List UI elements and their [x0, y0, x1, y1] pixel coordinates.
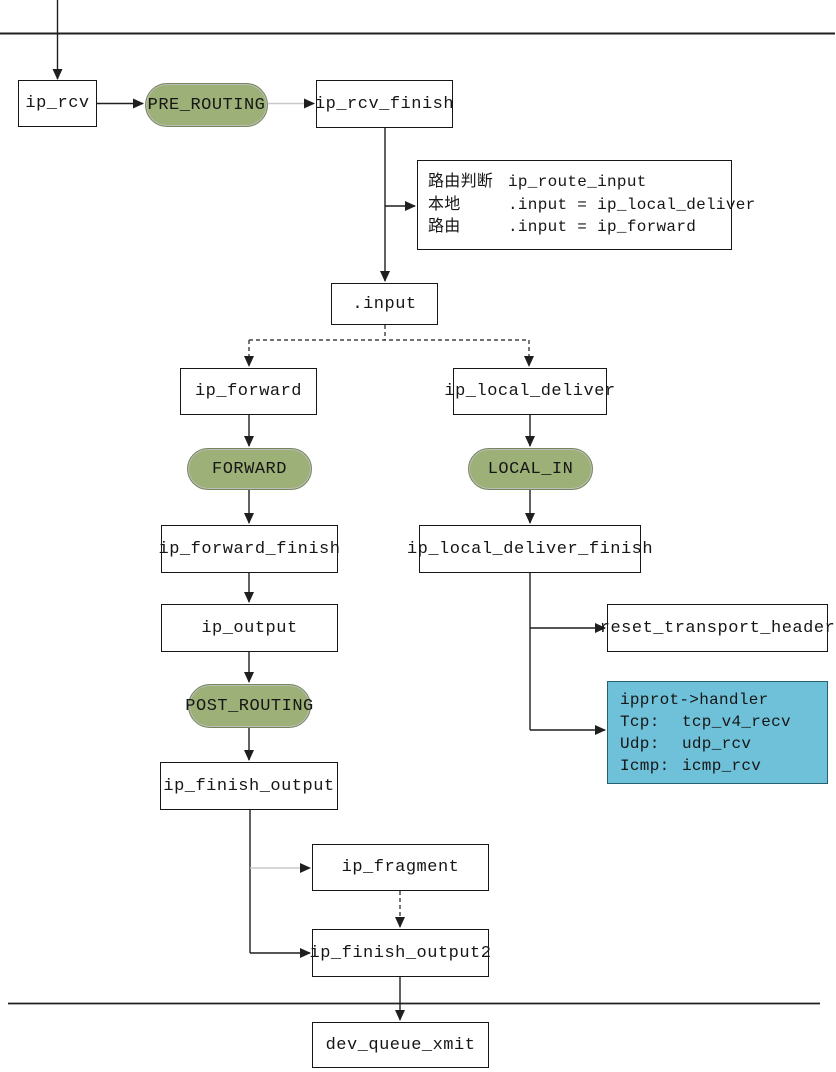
node-label: ip_local_deliver [444, 382, 616, 401]
handler-note-row: Udp: udp_rcv [620, 733, 827, 755]
route-note-row: 本地 .input = ip_local_deliver [428, 194, 755, 217]
node-ip-rcv-finish: ip_rcv_finish [314, 80, 455, 128]
node-dev-queue-xmit: dev_queue_xmit [312, 1022, 489, 1068]
handler-note-value: tcp_v4_recv [682, 713, 791, 731]
node-input: .input [331, 283, 438, 325]
route-note-label: 路由 [428, 218, 461, 236]
node-label: ip_rcv_finish [314, 94, 455, 114]
hook-pre-routing: PRE_ROUTING [145, 83, 268, 127]
handler-note-row: Icmp: icmp_rcv [620, 755, 827, 777]
hook-forward: FORWARD [187, 448, 312, 490]
node-ip-fragment: ip_fragment [312, 844, 489, 891]
node-ip-forward-finish: ip_forward_finish [158, 525, 341, 573]
node-ip-local-deliver-finish: ip_local_deliver_finish [407, 525, 653, 573]
hook-local-in: LOCAL_IN [468, 448, 593, 490]
node-label: ip_finish_output [163, 776, 335, 796]
hook-post-routing: POST_ROUTING [185, 684, 314, 728]
handler-note-title: ipprot->handler [620, 691, 769, 709]
node-label: ip_rcv [25, 94, 90, 113]
handler-note-label: Udp: [620, 735, 660, 753]
handler-note-label: Icmp: [620, 757, 670, 775]
handler-note-label: Tcp: [620, 713, 660, 731]
protocol-handler-note: ipprot->handler Tcp: tcp_v4_recv Udp: ud… [607, 681, 828, 784]
handler-note-row: Tcp: tcp_v4_recv [620, 711, 827, 733]
node-label: ip_forward_finish [158, 539, 341, 559]
node-ip-forward: ip_forward [180, 368, 317, 415]
route-note-row: 路由判断 ip_route_input [428, 171, 731, 194]
node-ip-finish-output2: ip_finish_output2 [309, 929, 492, 977]
hook-label: FORWARD [212, 459, 287, 479]
route-decision-note: 路由判断 ip_route_input 本地 .input = ip_local… [417, 160, 755, 250]
node-ip-rcv: ip_rcv [18, 80, 97, 127]
node-label: .input [352, 294, 417, 314]
node-label: reset_transport_header [599, 618, 836, 638]
route-note-value: .input = ip_forward [508, 218, 697, 236]
node-ip-finish-output: ip_finish_output [160, 762, 338, 810]
route-note-row: 路由 .input = ip_forward [428, 216, 731, 239]
node-label: ip_forward [194, 382, 303, 401]
route-note-value: ip_route_input [508, 173, 647, 191]
node-label: dev_queue_xmit [325, 1035, 476, 1055]
node-reset-transport-header: reset_transport_header [600, 604, 835, 652]
handler-note-value: icmp_rcv [682, 757, 762, 775]
node-label: ip_output [201, 618, 298, 638]
node-ip-output: ip_output [161, 604, 338, 652]
hook-label: POST_ROUTING [185, 696, 314, 716]
hook-label: LOCAL_IN [487, 459, 574, 479]
hook-label: PRE_ROUTING [147, 95, 266, 115]
node-label: ip_finish_output2 [309, 943, 492, 963]
route-note-label: 路由判断 [428, 173, 494, 191]
node-label: ip_local_deliver_finish [406, 539, 654, 559]
node-ip-local-deliver: ip_local_deliver [444, 368, 615, 415]
route-note-value: .input = ip_local_deliver [508, 195, 756, 214]
node-label: ip_fragment [341, 858, 460, 877]
handler-note-value: udp_rcv [682, 735, 752, 753]
route-note-label: 本地 [428, 195, 461, 214]
